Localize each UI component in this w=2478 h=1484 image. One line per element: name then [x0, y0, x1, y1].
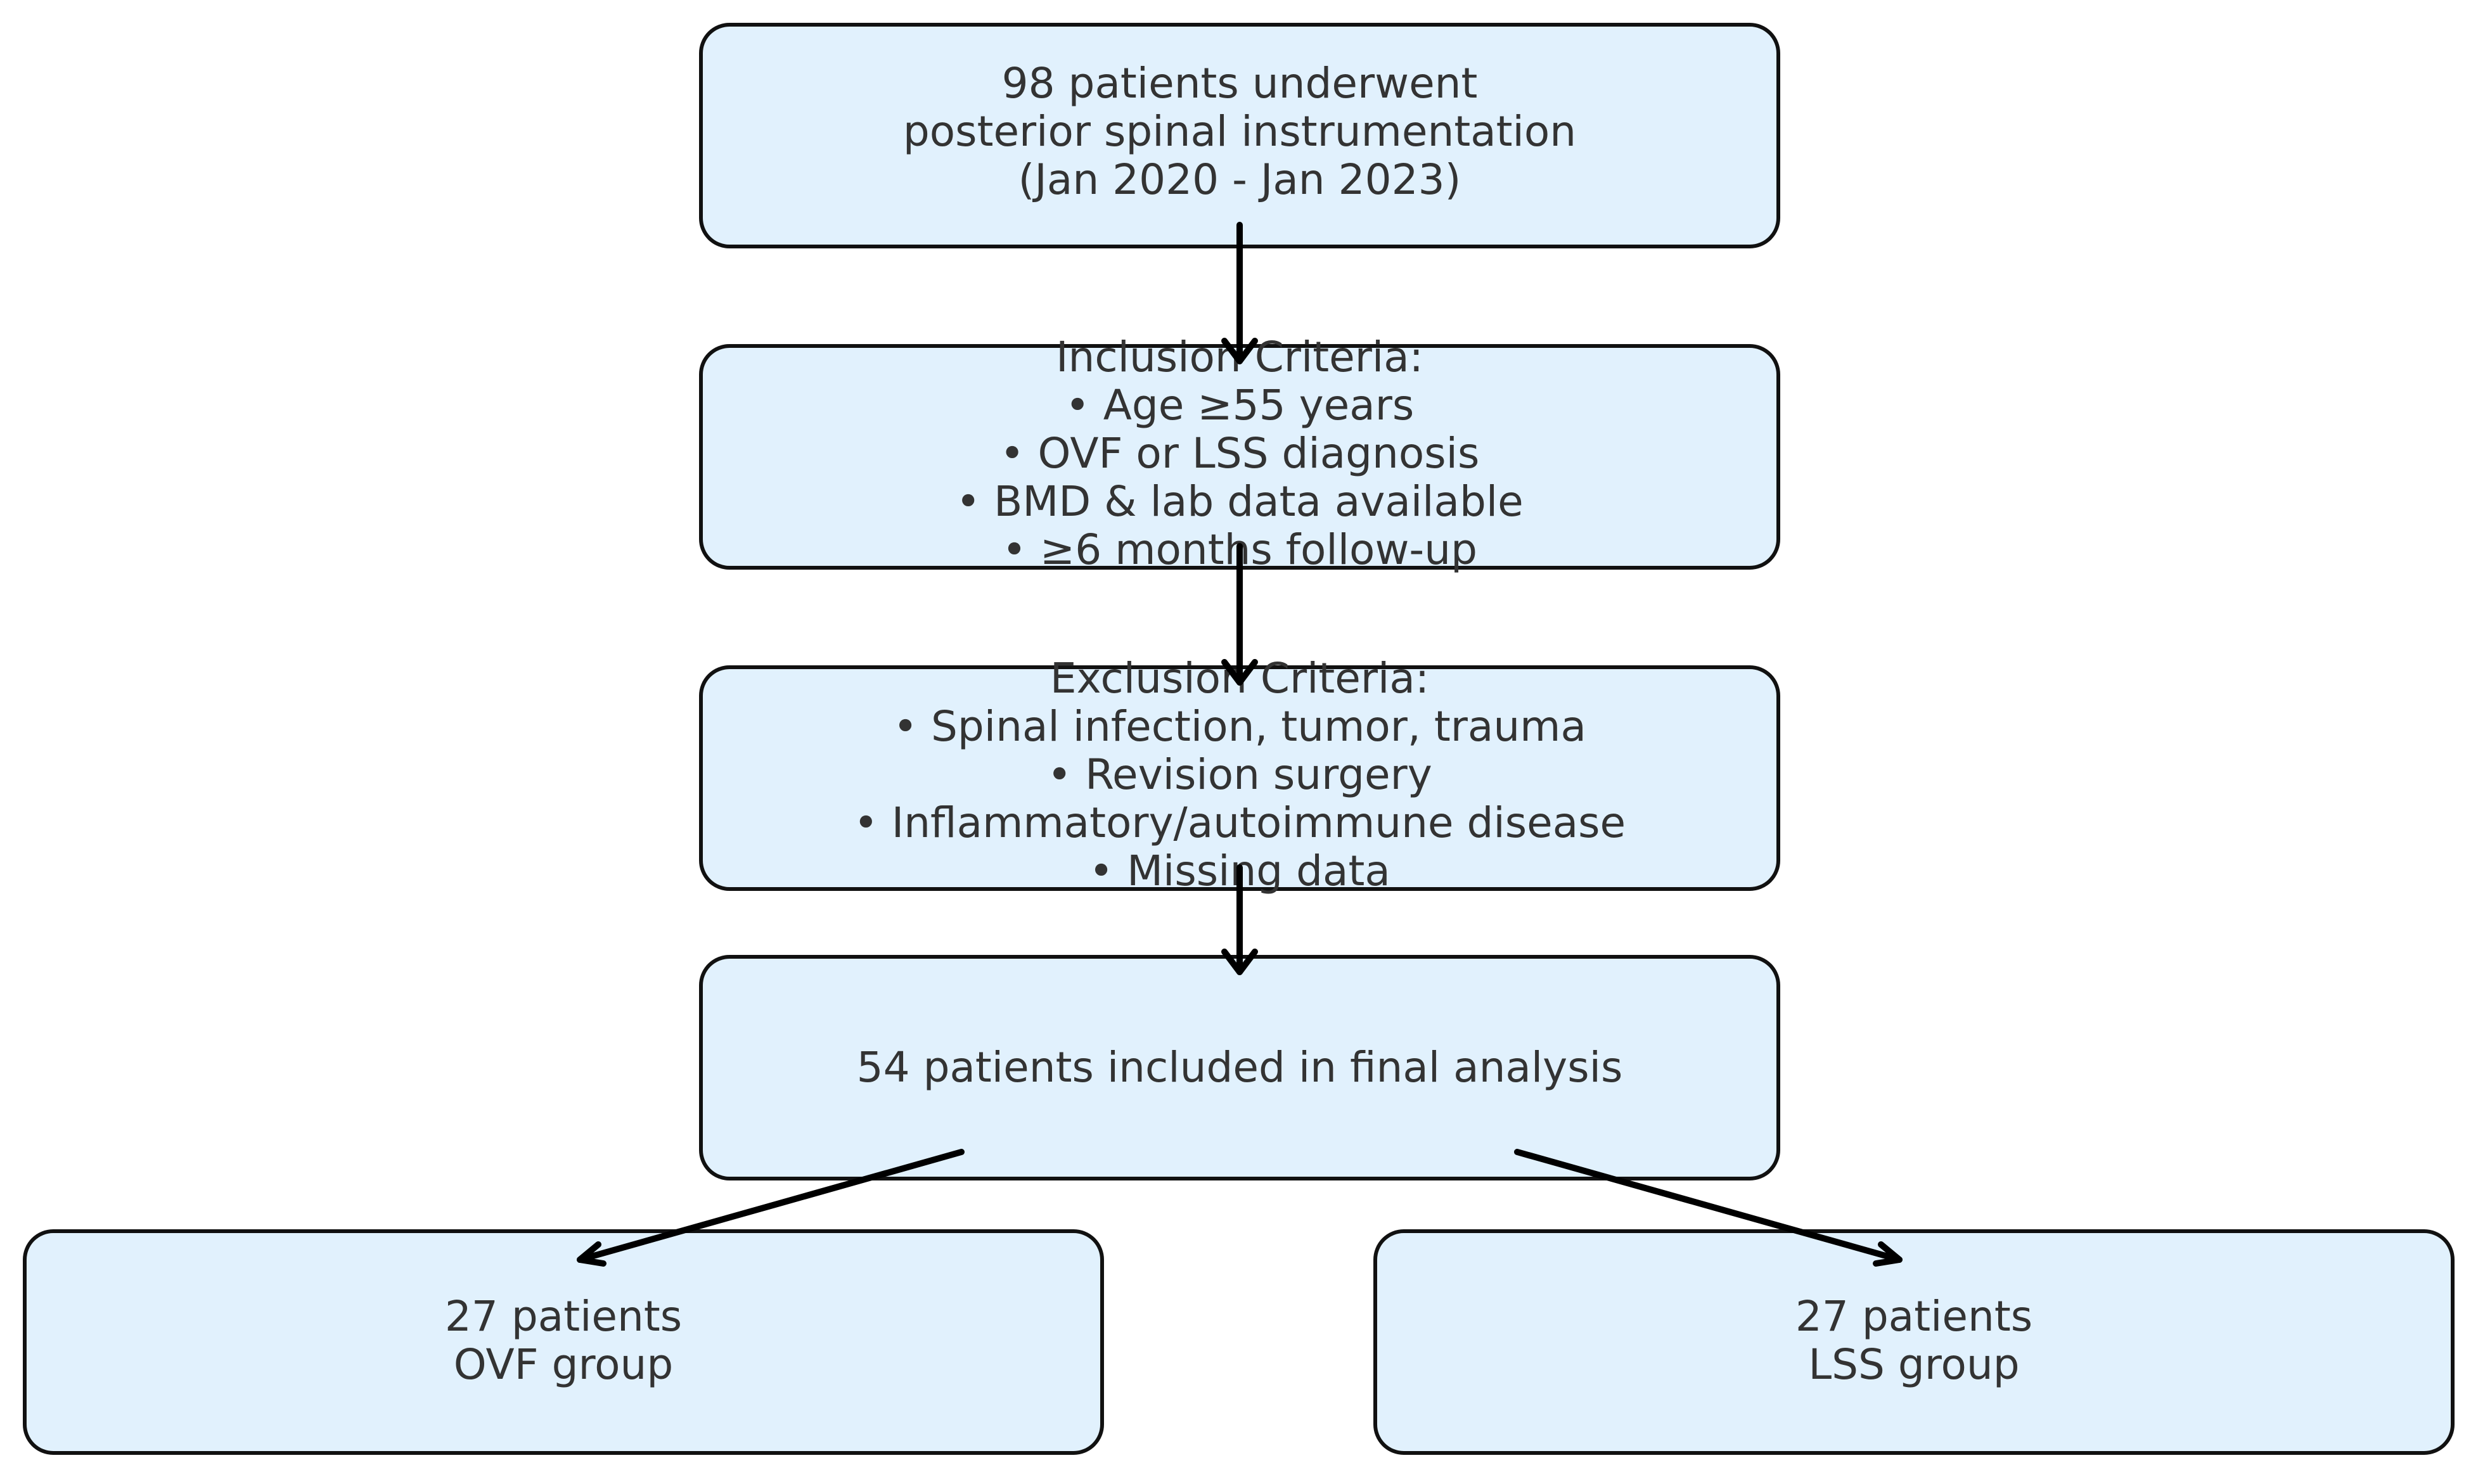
box-ovf-group [23, 1229, 1104, 1455]
exclusion-heading: Exclusion Criteria: [1050, 654, 1430, 703]
lss-line-1: 27 patients [1795, 1292, 2033, 1341]
inclusion-label: Inclusion Criteria: • Age ≥55 years • OV… [699, 333, 1780, 574]
inclusion-item-follow-up: • ≥6 months follow-up [1002, 525, 1477, 574]
box-inclusion-criteria [699, 344, 1780, 570]
exclusion-item-inflammatory: • Inflammatory/autoimmune disease [853, 798, 1626, 847]
start-line-2: posterior spinal instrumentation [902, 107, 1577, 156]
exclusion-label: Exclusion Criteria: • Spinal infection, … [699, 655, 1780, 895]
start-label: 98 patients underwent posterior spinal i… [699, 60, 1780, 204]
final-line-1: 54 patients included in final analysis [856, 1043, 1623, 1092]
ovf-line-1: 27 patients [444, 1292, 683, 1341]
inclusion-item-bmd: • BMD & lab data available [956, 477, 1524, 526]
lss-label: 27 patients LSS group [1373, 1293, 2455, 1389]
start-line-3: (Jan 2020 - Jan 2023) [1018, 155, 1461, 204]
box-start [699, 23, 1780, 248]
final-label: 54 patients included in final analysis [699, 1044, 1780, 1092]
inclusion-heading: Inclusion Criteria: [1056, 333, 1423, 381]
lss-line-2: LSS group [1808, 1340, 2020, 1389]
box-lss-group [1373, 1229, 2455, 1455]
exclusion-item-infection: • Spinal infection, tumor, trauma [893, 702, 1586, 751]
inclusion-item-age: • Age ≥55 years [1065, 381, 1415, 430]
ovf-line-2: OVF group [453, 1340, 674, 1389]
ovf-label: 27 patients OVF group [23, 1293, 1104, 1389]
inclusion-item-diagnosis: • OVF or LSS diagnosis [999, 429, 1480, 478]
exclusion-item-revision: • Revision surgery [1047, 750, 1432, 799]
box-final-analysis [699, 955, 1780, 1180]
exclusion-item-missing-data: • Missing data [1089, 847, 1390, 895]
start-line-1: 98 patients underwent [1001, 59, 1478, 108]
